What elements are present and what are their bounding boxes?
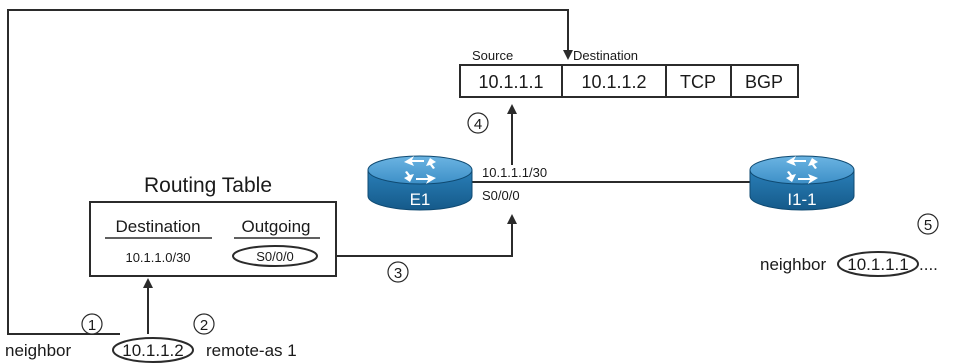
right-cmd-address: 10.1.1.1 (847, 255, 908, 274)
svg-text:2: 2 (200, 317, 208, 334)
packet-source-label: Source (472, 48, 513, 63)
packet-field-source: 10.1.1.1 (478, 72, 543, 92)
step-5: 5 (917, 213, 939, 235)
routing-table-col-destination: Destination (115, 217, 200, 236)
router-e1-name: E1 (410, 190, 431, 209)
routing-table-col-outgoing: Outgoing (242, 217, 311, 236)
right-address-oval (837, 251, 919, 277)
left-cmd-prefix: neighbor (5, 341, 72, 360)
e1-interface-label: S0/0/0 (482, 188, 520, 203)
svg-text:1: 1 (88, 317, 96, 334)
packet-destination-label: Destination (573, 48, 638, 63)
router-i1-top (749, 155, 855, 185)
left-cmd-suffix: remote-as 1 (206, 341, 297, 360)
step1-path (7, 9, 573, 335)
router-arrows-icon (404, 156, 436, 184)
step3-path (320, 214, 517, 257)
right-cmd-prefix: neighbor (760, 255, 827, 274)
right-cmd-suffix: .... (919, 255, 938, 274)
router-arrows-icon (786, 156, 818, 184)
right-neighbor-command: neighbor 10.1.1.1 .... (760, 251, 938, 277)
step-1: 1 (81, 313, 103, 335)
step-2: 2 (193, 313, 215, 335)
svg-text:3: 3 (394, 265, 402, 282)
packet-field-protocol: TCP (680, 72, 716, 92)
routing-table-row-outgoing: S0/0/0 (256, 249, 294, 264)
router-i1-name: I1-1 (787, 190, 816, 209)
outgoing-highlight-oval (232, 245, 318, 267)
svg-text:5: 5 (924, 217, 932, 234)
packet-field-destination: 10.1.1.2 (581, 72, 646, 92)
e1-ip-label: 10.1.1.1/30 (482, 165, 547, 180)
packet: Source Destination 10.1.1.1 10.1.1.2 TCP… (459, 48, 799, 98)
left-neighbor-command: neighbor 10.1.1.2 remote-as 1 (5, 337, 297, 363)
router-e1-top (367, 155, 473, 185)
routing-table: Routing Table Destination Outgoing 10.1.… (89, 174, 337, 277)
step-4: 4 (467, 112, 489, 134)
svg-text:4: 4 (474, 116, 482, 133)
routing-table-title: Routing Table (144, 174, 272, 197)
left-address-oval (112, 337, 194, 363)
routing-table-row-destination: 10.1.1.0/30 (125, 250, 190, 265)
packet-field-application: BGP (745, 72, 783, 92)
router-i1: I1-1 (749, 155, 855, 211)
left-cmd-address: 10.1.1.2 (122, 341, 183, 360)
router-e1: E1 (367, 155, 473, 211)
step-3: 3 (387, 261, 409, 283)
